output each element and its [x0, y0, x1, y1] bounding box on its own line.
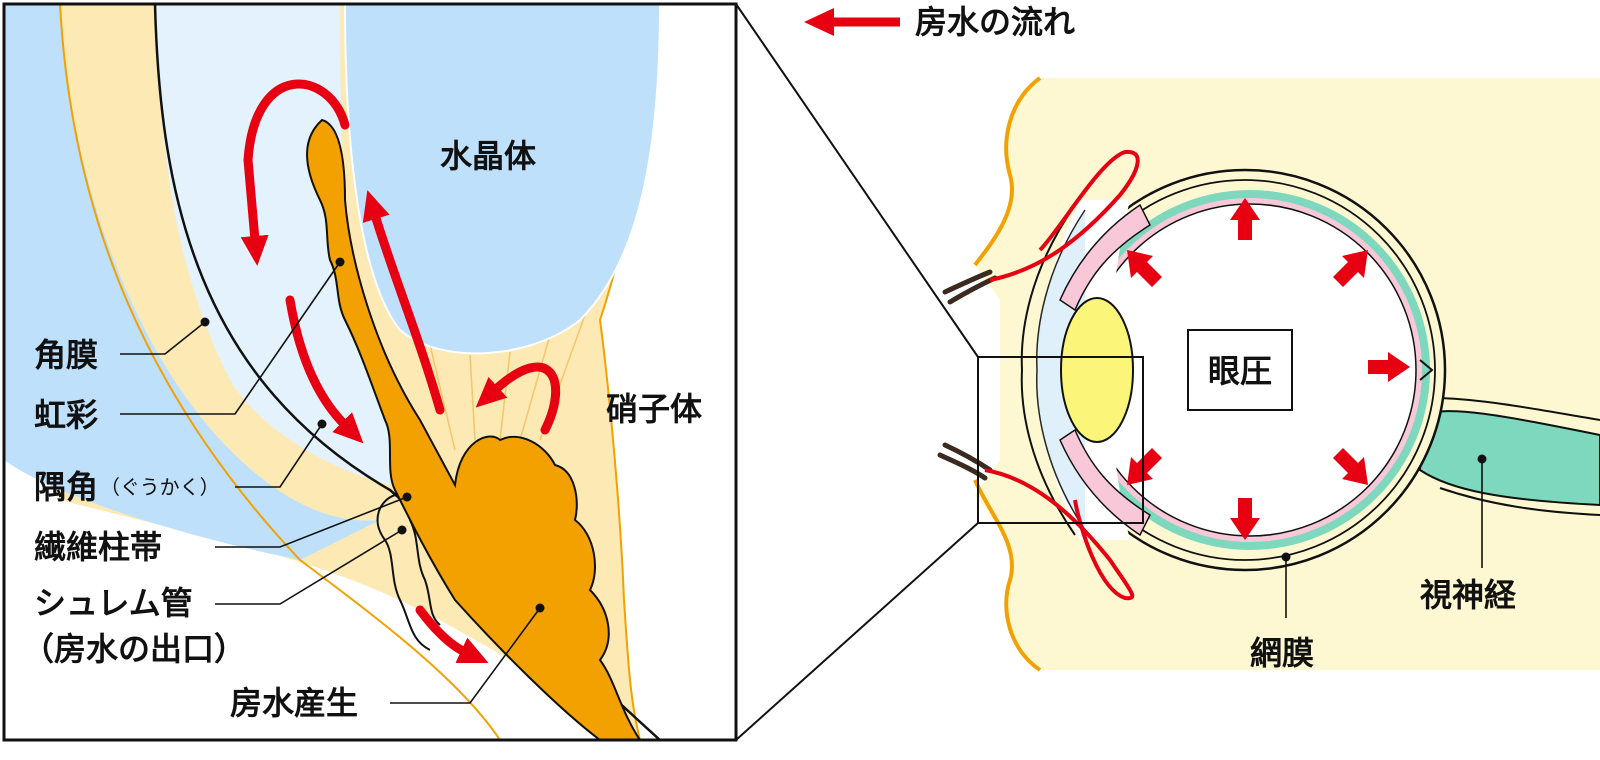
cornea-label: 角膜 — [34, 336, 98, 374]
upper-lid-flow — [989, 149, 1140, 282]
pressure-box — [1187, 329, 1293, 411]
lower-lid-flow — [984, 468, 1135, 601]
zoom-panel — [4, 4, 736, 740]
flow-arrows-zoom — [240, 79, 561, 664]
angle-label: 隅角 — [34, 468, 98, 506]
zoom-connector-bottom — [735, 522, 979, 741]
zoom-connector-top — [735, 3, 979, 358]
upper-eyelid-outline — [973, 76, 1042, 267]
schlemm-label: シュレム管 — [34, 584, 193, 622]
cornea-region — [4, 4, 380, 560]
legend-flow-label: 房水の流れ — [915, 3, 1075, 41]
retina-label: 網膜 — [1250, 634, 1314, 672]
eye-cross-section: 眼圧 視神経 網膜 — [937, 76, 1600, 672]
upper-iris — [1059, 203, 1151, 312]
production-label: 房水産生 — [230, 684, 358, 722]
lens-label: 水晶体 — [440, 137, 536, 175]
optic-nerve — [1419, 410, 1600, 507]
flow-legend: 房水の流れ — [804, 3, 1075, 41]
pressure-arrows — [1127, 198, 1410, 540]
lower-eyelid-outline — [973, 479, 1042, 672]
lens-shape — [343, 4, 662, 355]
eye-cornea — [1020, 204, 1076, 536]
vitreous-label: 硝子体 — [606, 390, 702, 428]
trabecular-label: 繊維柱帯 — [34, 528, 162, 566]
schlemm-canal — [376, 494, 431, 651]
trabecular-meshwork — [409, 519, 441, 626]
pressure-label: 眼圧 — [1208, 352, 1272, 390]
anterior-chamber — [155, 4, 400, 485]
schlemm-note-label: （房水の出口） — [22, 630, 246, 668]
optic-nerve-label: 視神経 — [1420, 576, 1517, 614]
lower-iris — [1059, 428, 1151, 537]
iris-ciliary — [306, 118, 642, 740]
iris-label: 虹彩 — [34, 396, 98, 434]
angle-reading-label: （ぐうかく） — [100, 475, 220, 499]
zoom-panel-frame — [2, 2, 738, 742]
zoom-source-rect — [977, 356, 1144, 524]
eyelashes — [937, 269, 998, 481]
eye-lens — [1060, 297, 1134, 443]
